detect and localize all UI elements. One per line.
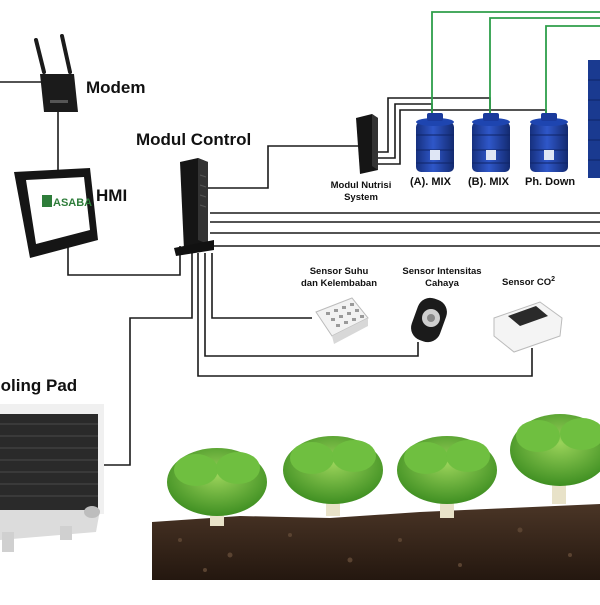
modul-control-device [174,158,214,256]
tank-b-image [472,113,510,172]
lettuce-4 [510,414,600,504]
lettuce-2 [283,436,383,516]
wire-control-nutrient [205,145,360,189]
hmi-device [14,168,98,258]
sensor-light-device [411,297,447,343]
pipe-tank-b [489,17,600,117]
sensor-co2-device [493,301,563,353]
cooling-pad-device [0,404,104,552]
sensor-temp-humidity-device [315,297,369,344]
lettuce-3 [397,436,497,518]
modem-device [34,34,78,112]
wire-sensor-co2 [197,253,533,377]
tank-a-image [416,113,454,172]
tall-tank-image [588,60,600,178]
tank-ph-image [530,113,568,172]
pipe-ph [545,25,600,117]
tank-b-label: (B). MIX [468,176,509,188]
lettuce-1 [167,448,267,526]
hmi-label: HMI [96,186,128,205]
sensor-suhu-label: Sensor Suhu dan Kelembaban [300,266,378,289]
wire-sensor-temp [211,253,312,319]
nutrient-pipes [431,11,600,117]
control-wires [0,81,600,466]
sensor-co2-label: Sensor CO2 [502,276,556,289]
wire-sensor-light [204,253,419,357]
wire-hmi-control [67,236,181,276]
cooling-pad-label: Cooling Pad [0,376,78,395]
sensor-intensitas-label: Sensor Intensitas Cahaya [402,266,482,289]
wire-nutrient-ph [378,109,547,165]
modul-control-label: Modul Control [136,130,252,149]
pipe-tank-a [431,11,600,117]
tank-a-label: (A). MIX [410,176,451,188]
modul-nutrisi-label: Modul Nutrisi System [330,180,392,203]
tank-ph-label: Ph. Down [525,176,576,188]
modem-label: Modem [86,78,146,97]
wire-cooling [102,253,193,466]
lettuce-plants [167,414,600,526]
nutrient-module-device [356,114,378,174]
hmi-brand: ASABA [53,197,92,209]
soil-bed [152,504,600,580]
